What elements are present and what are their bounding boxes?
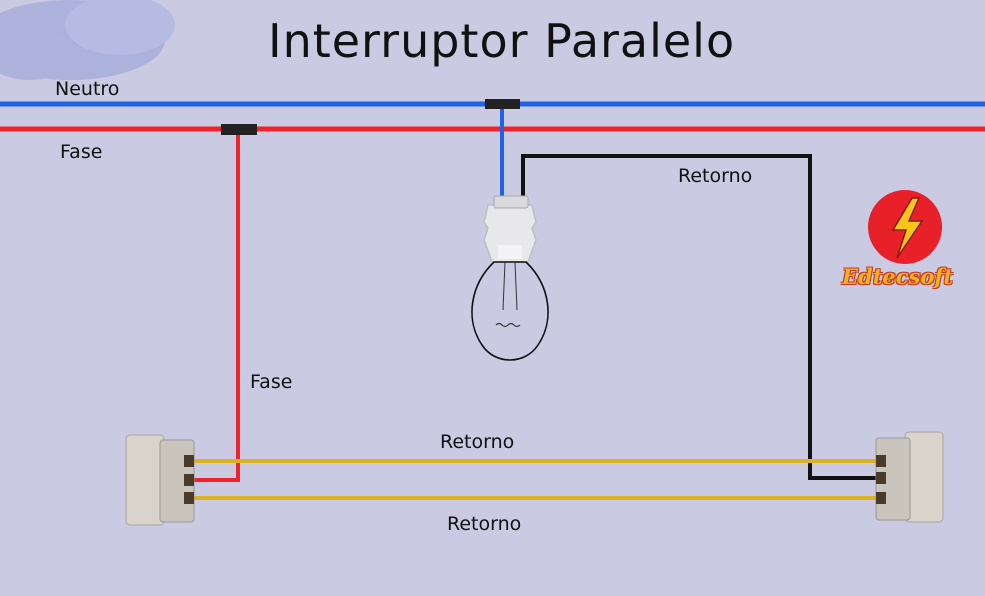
diagram-title: Interruptor Paralelo [268,14,736,68]
switch-icon-left [125,434,195,526]
return-label-middle: Retorno [440,431,515,453]
phase-drop-label: Fase [250,371,293,393]
phase-label: Fase [60,141,103,163]
phase-junction [221,124,257,135]
return-label-bottom: Retorno [447,513,522,535]
return-label-top: Retorno [678,165,753,187]
lightning-bolt-icon [868,190,942,264]
return-wire-top [521,154,880,480]
cloud-icon [0,0,175,80]
switch-icon-right [875,431,944,523]
light-bulb-icon [471,195,549,361]
brand-name: Edtecsoft [842,264,954,289]
neutral-junction [485,99,520,109]
neutral-label: Neutro [55,78,120,100]
phase-drop-wire [190,135,240,482]
